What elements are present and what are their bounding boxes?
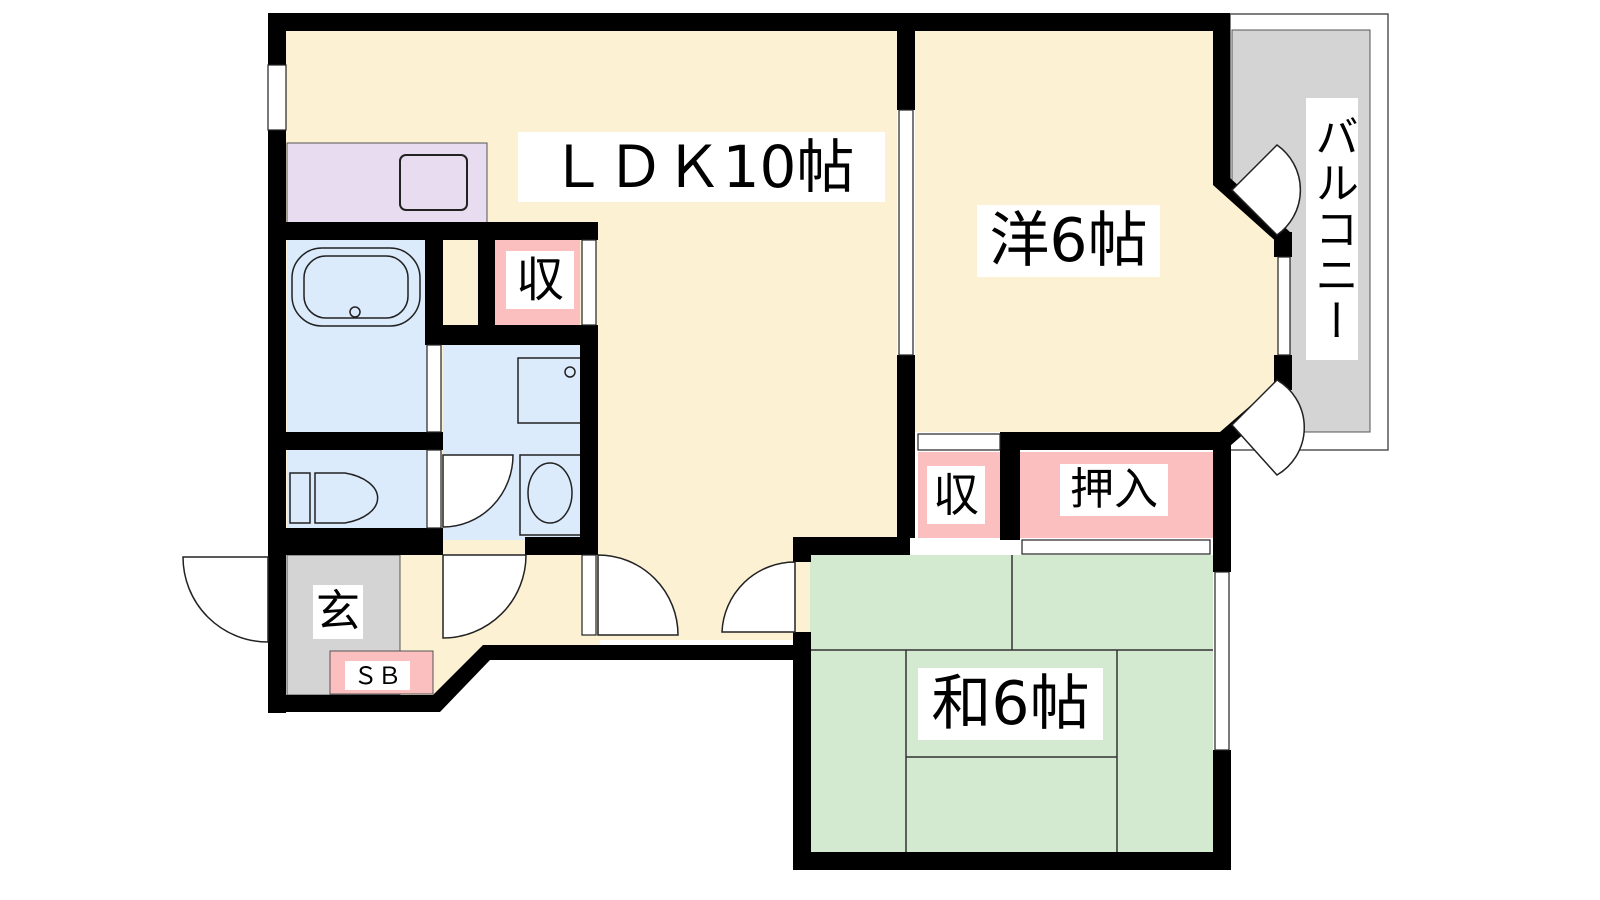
washroom-door-swing xyxy=(442,454,514,528)
room-label-closet: 押入 xyxy=(1060,464,1168,516)
room-label-entrance: 玄 xyxy=(313,585,363,639)
tatami-lines xyxy=(810,555,1213,852)
sink-icon xyxy=(399,154,468,211)
washer-dot-icon xyxy=(564,366,576,378)
room-label-balcony: バルコニー xyxy=(1306,98,1358,360)
toilet-room-floor xyxy=(287,450,427,528)
bathroom-floor xyxy=(287,240,427,432)
room-label-shoe-box: ＳＢ xyxy=(345,661,410,690)
room-label-japanese: 和6帖 xyxy=(918,668,1103,740)
bathtub-icon xyxy=(291,247,421,327)
room-label-ldk: ＬＤＫ10帖 xyxy=(518,132,885,202)
room-label-storage-western: 収 xyxy=(927,466,985,524)
room-label-western: 洋6帖 xyxy=(977,205,1160,277)
windows xyxy=(267,64,1291,751)
toilet-icon xyxy=(289,472,379,524)
basin-icon xyxy=(527,462,573,524)
drain-icon xyxy=(349,306,361,318)
room-label-storage-ldk: 収 xyxy=(506,251,574,309)
doors xyxy=(182,144,1305,643)
bathtub-inner-icon xyxy=(303,255,409,319)
